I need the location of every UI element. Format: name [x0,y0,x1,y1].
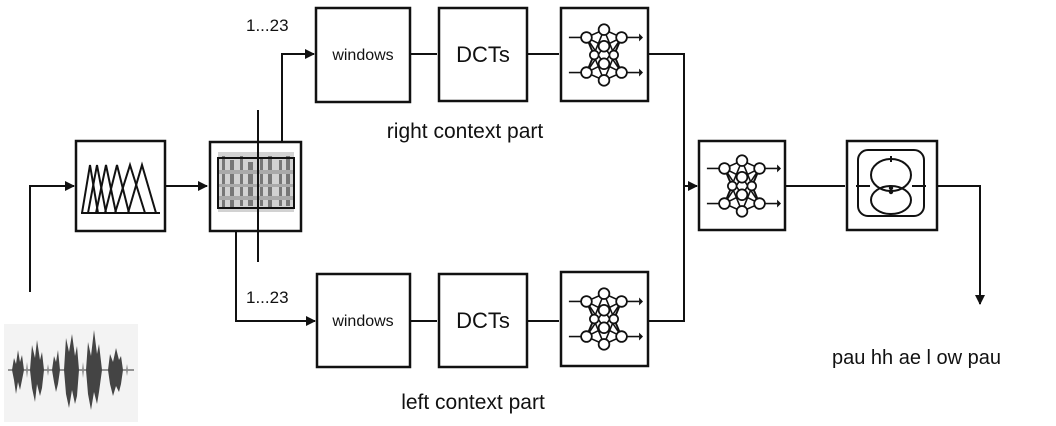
top-caption: right context part [387,120,544,143]
hmm-decoder-box [847,141,937,230]
spectrogram-box [210,110,301,262]
bottom-mlp-box [561,272,648,366]
bottom-dct-box: DCTs [439,274,527,367]
top-windows-box: windows [316,8,410,102]
arrow-features-to-top-windows [282,54,314,142]
bottom-windows-label: windows [331,313,393,330]
top-index-label: 1...23 [246,16,289,35]
spectrogram-icon [218,152,294,212]
waveform-icon [4,324,138,422]
bottom-dct-label: DCTs [456,308,510,333]
bottom-caption: left context part [401,391,545,414]
top-mlp-box [561,8,648,101]
line-bottom-mlp-to-merge [648,186,684,321]
top-dct-box: DCTs [439,8,527,101]
merge-mlp-box [699,141,785,230]
arrow-decoder-to-output [937,186,980,304]
bottom-windows-box: windows [317,274,410,367]
arrow-top-mlp-to-merge [648,54,697,186]
filterbank-box [76,141,165,231]
top-dct-label: DCTs [456,42,510,67]
arrow-audio-to-filterbank [30,186,74,292]
output-phoneme-label: pau hh ae l ow pau [832,347,1001,369]
top-windows-label: windows [331,47,393,64]
bottom-index-label: 1...23 [246,288,289,307]
arrow-features-to-bottom-windows [236,232,315,321]
